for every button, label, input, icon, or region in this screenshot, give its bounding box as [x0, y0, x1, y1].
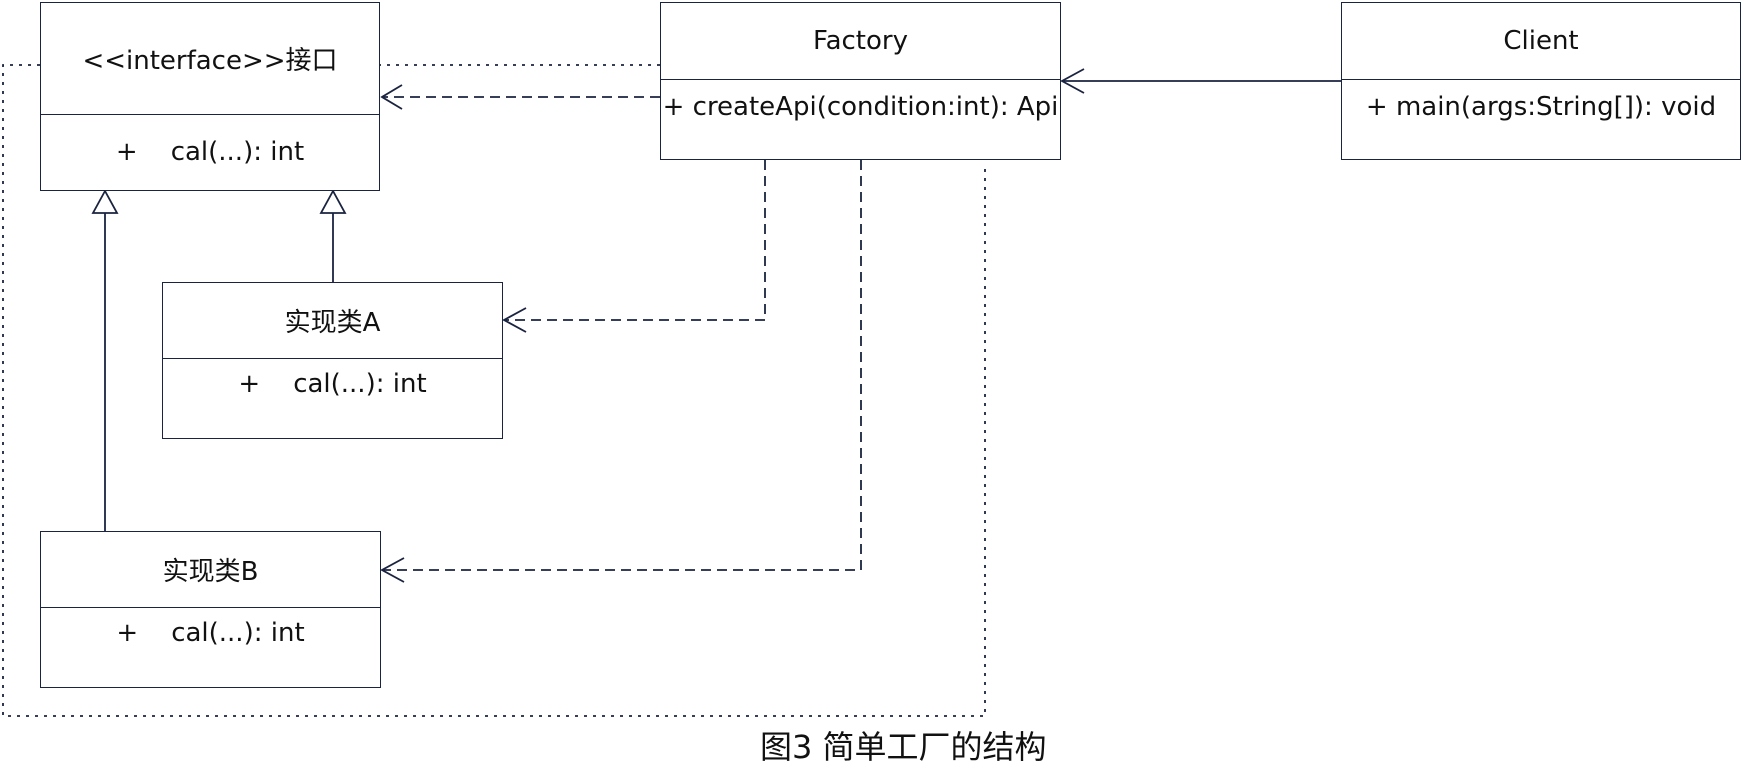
client-to-factory-arrowhead [1060, 68, 1085, 94]
impl-a-realization-triangle [319, 189, 347, 214]
client-class-method: + main(args:String[]): void [1365, 92, 1717, 122]
factory-class-box: Factory + createApi(condition:int): Api [660, 2, 1061, 160]
impl-b-class-name: 实现类B [41, 532, 380, 608]
factory-to-impl-b-arrowhead [380, 557, 405, 583]
interface-class-box: <<interface>>接口 + cal(...): int [40, 2, 380, 191]
impl-b-class-method: + cal(...): int [116, 618, 305, 648]
impl-b-realization-triangle [91, 189, 119, 214]
impl-b-class-box: 实现类B + cal(...): int [40, 531, 381, 688]
factory-class-name: Factory [661, 3, 1060, 80]
impl-a-class-method: + cal(...): int [238, 369, 427, 399]
impl-a-class-name: 实现类A [163, 283, 502, 359]
factory-class-method: + createApi(condition:int): Api [662, 92, 1059, 122]
impl-a-class-box: 实现类A + cal(...): int [162, 282, 503, 439]
interface-class-name: <<interface>>接口 [41, 3, 379, 115]
client-class-name: Client [1342, 3, 1740, 80]
factory-to-interface-arrowhead [380, 84, 403, 110]
factory-to-impl-a-arrowhead [502, 307, 527, 333]
factory-to-impl-a-dependency [504, 160, 766, 321]
client-class-box: Client + main(args:String[]): void [1341, 2, 1741, 160]
factory-to-impl-b-dependency [382, 160, 862, 571]
interface-class-method: + cal(...): int [115, 137, 305, 167]
figure-caption: 图3 简单工厂的结构 [760, 728, 1047, 766]
